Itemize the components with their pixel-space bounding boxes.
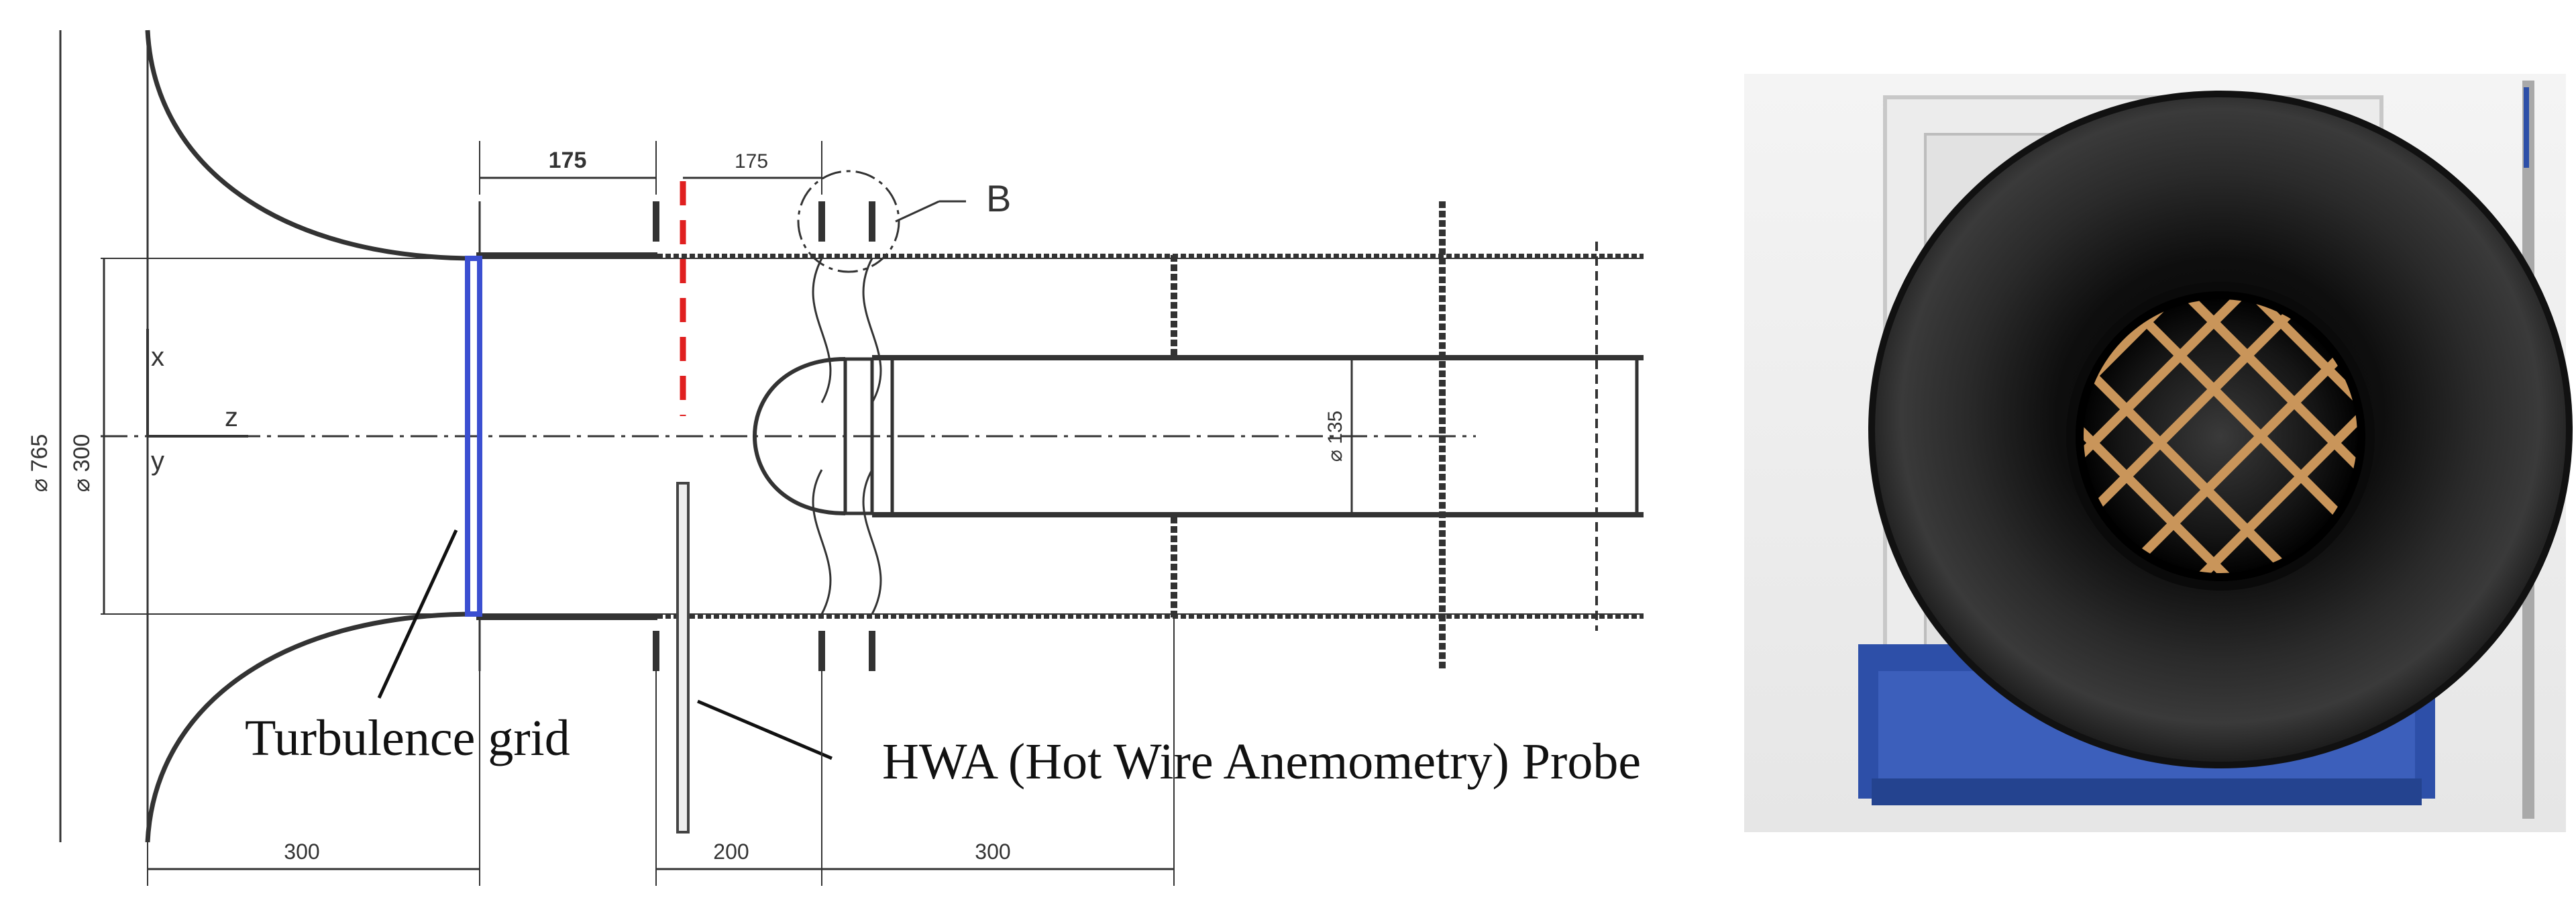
grid-leader [377, 529, 458, 699]
dim-flange-to-probe: 175 [735, 150, 768, 172]
axis-z-label: z [225, 403, 238, 432]
probe-leader [697, 699, 833, 760]
axis-x-label: x [151, 342, 164, 372]
dim-inner-diameter: ⌀ 300 [69, 434, 95, 493]
probe-stem [676, 482, 690, 833]
hwa-probe-label: HWA (Hot Wire Anemometry) Probe [882, 734, 1641, 790]
technical-drawing [59, 30, 1644, 886]
dim-probe-offset: 200 [713, 840, 749, 864]
nozzle-head [753, 357, 846, 515]
detail-marker-b: B [986, 177, 1011, 219]
dim-nozzle-length: 300 [975, 840, 1010, 864]
dim-inlet-length: 300 [284, 840, 319, 864]
bellmouth-photo [1744, 74, 2573, 832]
turbulence-grid-outline [465, 256, 482, 617]
bellmouth-lower-curve [145, 611, 477, 843]
dim-grid-to-flange: 175 [549, 148, 587, 173]
dim-nozzle-diameter: ⌀ 135 [1324, 411, 1346, 462]
bellmouth-upper-curve [145, 30, 477, 261]
turbulence-grid-label: Turbulence grid [245, 710, 570, 766]
axis-y-label: y [151, 446, 164, 476]
dim-outer-diameter: ⌀ 765 [27, 434, 52, 493]
